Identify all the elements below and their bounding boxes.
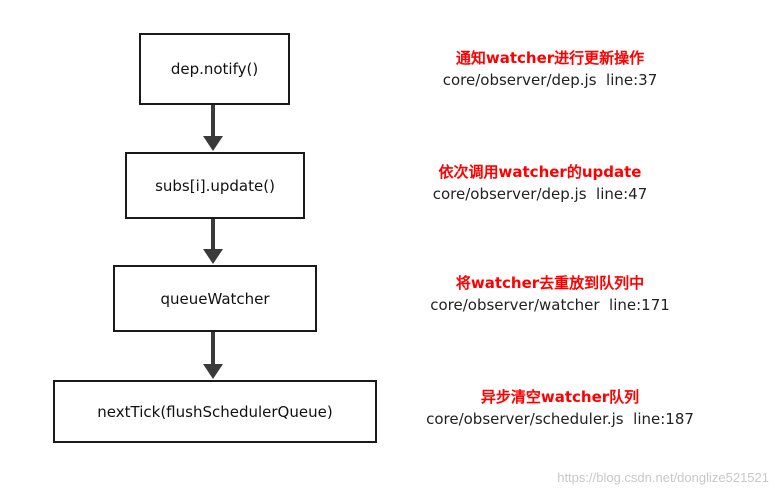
step-note: 异步清空watcher队列 core/observer/scheduler.js… xyxy=(380,386,740,430)
note-path: core/observer/scheduler.js line:187 xyxy=(426,410,694,428)
step-box-subs-update: subs[i].update() xyxy=(125,152,305,219)
note-path: core/observer/dep.js line:37 xyxy=(442,71,658,89)
note-title: 异步清空watcher队列 xyxy=(480,388,640,406)
step-box-dep-notify: dep.notify() xyxy=(139,33,290,105)
note-path: core/observer/watcher line:171 xyxy=(430,296,670,314)
step-note: 将watcher去重放到队列中 core/observer/watcher li… xyxy=(380,272,720,316)
watermark: https://blog.csdn.net/donglize521521 xyxy=(557,470,769,485)
note-title: 通知watcher进行更新操作 xyxy=(455,49,645,67)
step-box-next-tick: nextTick(flushSchedulerQueue) xyxy=(53,380,377,443)
step-label: subs[i].update() xyxy=(155,176,275,195)
note-title: 将watcher去重放到队列中 xyxy=(455,274,645,292)
step-label: queueWatcher xyxy=(160,289,270,308)
step-label: dep.notify() xyxy=(170,60,259,78)
note-title: 依次调用watcher的update xyxy=(438,163,642,181)
step-note: 依次调用watcher的update core/observer/dep.js … xyxy=(380,161,700,205)
note-path: core/observer/dep.js line:47 xyxy=(432,185,648,203)
step-note: 通知watcher进行更新操作 core/observer/dep.js lin… xyxy=(390,47,710,91)
step-label: nextTick(flushSchedulerQueue) xyxy=(97,402,333,421)
step-box-queue-watcher: queueWatcher xyxy=(113,265,317,332)
